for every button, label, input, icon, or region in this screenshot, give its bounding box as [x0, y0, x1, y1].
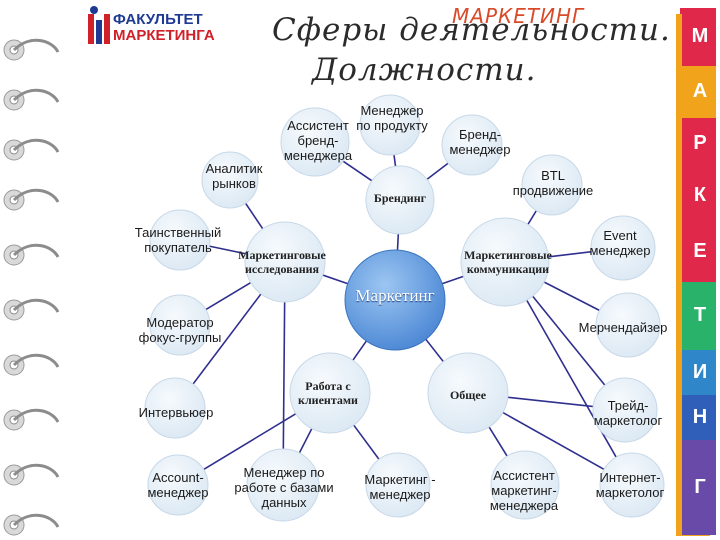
tab-band — [682, 440, 716, 535]
tab-letter[interactable]: Г — [694, 475, 706, 498]
tab-band — [682, 282, 716, 350]
label-btl: BTL продвижение — [512, 168, 594, 198]
bubble-assistant-marketing — [490, 450, 560, 520]
tab-letter[interactable]: Т — [693, 304, 707, 326]
bubble-merchandiser — [595, 292, 661, 358]
bubble-db-manager — [246, 448, 320, 522]
tab-band — [682, 222, 716, 282]
bubble-brand-manager — [441, 114, 503, 176]
title-line1: Сферы деятельности. — [272, 12, 671, 48]
label-brand-manager: Бренд- менеджер — [449, 127, 511, 157]
arrow — [503, 396, 609, 413]
tab-letter[interactable]: И — [692, 360, 708, 383]
tab-letter[interactable]: Е — [693, 240, 707, 262]
bubble-internet-marketer — [599, 452, 665, 518]
arrow — [184, 290, 264, 396]
arrow — [529, 292, 615, 398]
binder-ring — [3, 353, 60, 376]
bubbles — [144, 94, 665, 522]
binder-ring — [3, 138, 60, 161]
tab-letter[interactable]: М — [691, 25, 709, 47]
bubble-account-manager — [147, 454, 209, 516]
tab-band — [682, 395, 716, 440]
label-market-analyst: Аналитик рынков — [205, 161, 263, 191]
label-assistant-brand: Ассистент бренд- менеджера — [283, 117, 353, 163]
bubble-focus-moderator — [149, 294, 211, 356]
bubble-assistant-brand — [280, 107, 350, 177]
tab-band — [682, 66, 716, 118]
label-branding: Брендинг — [373, 191, 427, 205]
label-research: Маркетинговые исследования — [238, 248, 326, 276]
title-line2: Должности. — [312, 52, 537, 88]
tab-letter[interactable]: Р — [693, 132, 707, 154]
title-tag: МАРКЕТИНГ — [452, 4, 585, 28]
tab-strip — [676, 8, 716, 536]
arrow — [524, 296, 624, 471]
label-marketing-manager: Маркетинг - менеджер — [364, 472, 436, 502]
tab-band — [682, 350, 716, 395]
binder-ring — [3, 38, 60, 61]
tab-letter[interactable]: Н — [692, 405, 708, 428]
label-center: Маркетинг — [355, 286, 435, 305]
tab-band — [682, 8, 716, 66]
bubble-market-analyst — [201, 151, 259, 209]
label-internet-marketer: Интернет- маркетолог — [595, 470, 665, 500]
binder-ring — [3, 463, 60, 486]
tab-letter[interactable]: К — [693, 184, 707, 206]
logo-line2: МАРКЕТИНГА — [113, 27, 215, 44]
tab-letter[interactable]: А — [692, 80, 708, 102]
bubble-marketing-manager — [365, 452, 431, 518]
binder-ring — [3, 188, 60, 211]
bubble-center — [344, 249, 446, 351]
arrow — [499, 409, 618, 478]
binder-ring — [3, 88, 60, 111]
bubble-product-manager — [359, 94, 421, 156]
label-clients: Работа с клиентами — [298, 379, 358, 407]
binder-ring — [3, 243, 60, 266]
bubble-trade-marketer — [592, 377, 658, 443]
label-mystery-shopper: Таинственный покупатель — [134, 225, 222, 255]
bubble-research — [244, 221, 326, 303]
bubble-event-manager — [590, 215, 656, 281]
label-product-manager: Менеджер по продукту — [356, 103, 428, 133]
label-focus-moderator: Модератор фокус-группы — [138, 315, 222, 345]
label-general: Общее — [449, 388, 487, 402]
label-db-manager: Менеджер по работе с базами данных — [234, 464, 334, 510]
tab-band — [682, 170, 716, 222]
binder-ring — [3, 513, 60, 536]
label-merchandiser: Мерчендайзер — [578, 319, 668, 335]
arrow — [191, 410, 300, 478]
bubble-interviewer — [144, 377, 206, 439]
bubble-clients — [289, 352, 371, 434]
bubble-btl — [521, 154, 583, 216]
tab-band — [682, 118, 716, 170]
bubble-communications — [460, 217, 550, 307]
arrow — [277, 297, 289, 467]
logo-line1: ФАКУЛЬТЕТ — [113, 11, 203, 28]
binder-ring — [3, 408, 60, 431]
bubble-general — [427, 352, 509, 434]
label-assistant-marketing: Ассистент маркетинг- менеджера — [489, 467, 559, 513]
label-account-manager: Account- менеджер — [147, 470, 209, 500]
label-interviewer: Интервьюер — [138, 404, 214, 420]
label-communications: Маркетинговые коммуникации — [464, 248, 552, 276]
label-trade-marketer: Трейд- маркетолог — [593, 398, 663, 428]
bubble-branding — [365, 165, 435, 235]
binder-rings — [3, 38, 60, 536]
binder-ring — [3, 298, 60, 321]
logo-mark — [88, 6, 110, 44]
bubble-mystery-shopper — [149, 209, 211, 271]
label-event-manager: Event менеджер — [589, 228, 651, 258]
